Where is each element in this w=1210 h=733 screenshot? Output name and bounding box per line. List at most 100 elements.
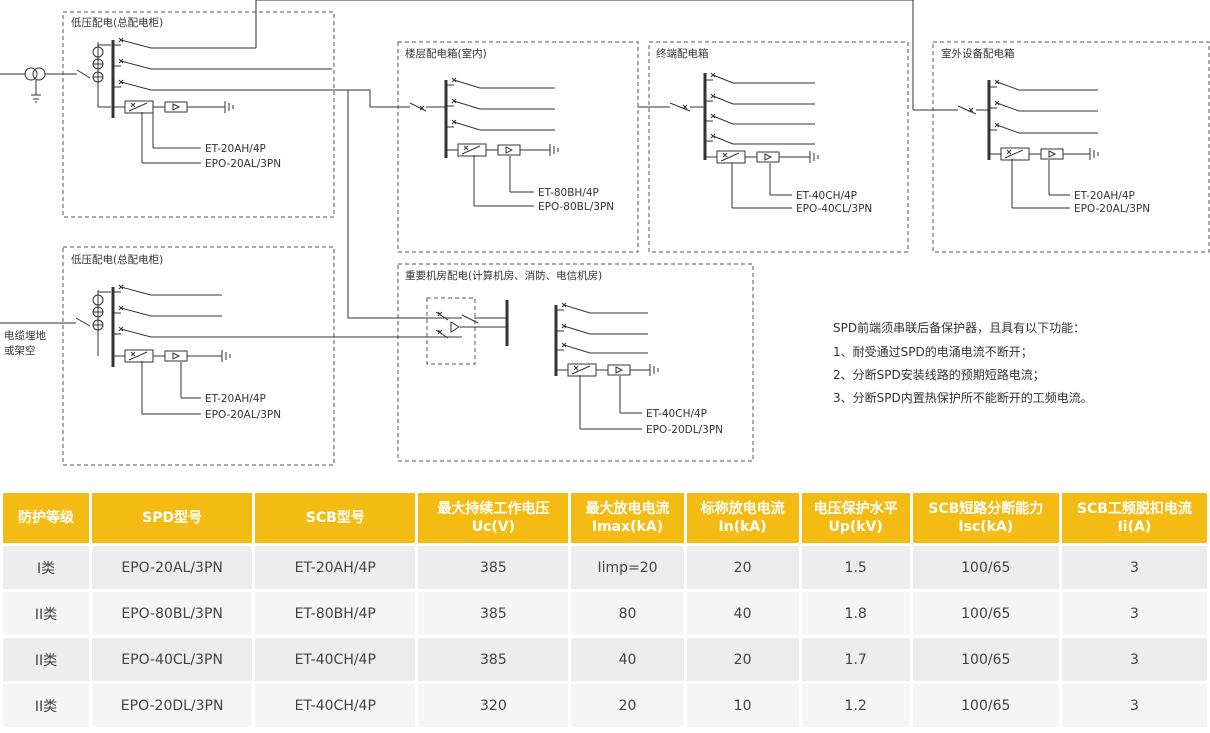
table-cell: 3 <box>1061 592 1207 635</box>
breaker-mark <box>118 305 124 311</box>
header-text: 最大持续工作电压 <box>437 501 550 517</box>
table-cell: 10 <box>686 684 799 727</box>
note-line: 1、耐受通过SPD的电涌电流不断开； <box>833 344 1033 359</box>
wire <box>563 304 591 314</box>
header-text: Isc(kA) <box>958 519 1014 535</box>
wire <box>563 325 591 335</box>
spd-module <box>172 103 181 111</box>
table-cell: 1.7 <box>801 638 910 681</box>
scb-breaker <box>461 145 481 155</box>
panel-floor <box>397 41 639 253</box>
table-cell: II类 <box>3 684 90 727</box>
header-text: 防护等级 <box>18 510 75 526</box>
wiring-diagram: 低压配电(总配电柜)低压配电(总配电柜)楼层配电箱(室内)终端配电箱室外设备配电… <box>0 0 1210 466</box>
spd-module <box>1048 150 1057 158</box>
header-text: SPD型号 <box>142 510 203 526</box>
table-cell: 385 <box>418 546 569 589</box>
wire <box>712 74 734 84</box>
breaker-mark <box>968 107 974 113</box>
transformer-symbol <box>32 67 46 81</box>
table-cell: 100/65 <box>912 684 1059 727</box>
breaker-mark <box>130 102 136 108</box>
panel-title: 终端配电箱 <box>656 47 709 60</box>
table-cell: I类 <box>3 546 90 589</box>
breaker-mark <box>573 365 579 371</box>
wire <box>996 102 1020 112</box>
panel-outdoor <box>932 41 1210 253</box>
table-cell: 40 <box>686 592 799 635</box>
table-cell: ET-40CH/4P <box>255 684 416 727</box>
spd-model-label: EPO-20AL/3PN <box>1074 203 1150 215</box>
table-cell: 100/65 <box>912 546 1059 589</box>
scb-breaker <box>1004 149 1024 159</box>
header-text: Up(kV) <box>828 519 883 535</box>
wire <box>996 81 1020 91</box>
wire <box>957 105 977 115</box>
wire <box>453 121 481 131</box>
header-text: Uc(V) <box>471 519 516 535</box>
breaker-mark <box>561 342 567 348</box>
wire <box>75 317 91 327</box>
wire <box>120 81 152 91</box>
breaker-mark <box>118 326 124 332</box>
scb-breaker <box>571 365 591 375</box>
spd-model-label: EPO-80BL/3PN <box>538 201 614 213</box>
panel-title: 低压配电(总配电柜) <box>71 253 163 266</box>
table-header-cell: 防护等级 <box>3 493 90 543</box>
panel-terminal <box>648 41 909 253</box>
panel-title: 楼层配电箱(室内) <box>405 47 487 60</box>
header-text: Imax(kA) <box>591 519 664 535</box>
bypass-dashed-box <box>426 297 476 365</box>
wire <box>712 115 734 125</box>
breaker-mark <box>994 79 1000 85</box>
breaker-mark <box>722 152 728 158</box>
scb-model-label: ET-40CH/4P <box>796 190 857 202</box>
table-header-cell: SPD型号 <box>92 493 253 543</box>
wire <box>712 95 734 105</box>
breaker-mark <box>682 104 688 110</box>
table-cell: II类 <box>3 592 90 635</box>
header-text: 标称放电电流 <box>700 501 785 517</box>
table-cell: 385 <box>418 592 569 635</box>
spd-module <box>164 101 188 113</box>
table-cell: 80 <box>571 592 684 635</box>
table-cell: 100/65 <box>912 592 1059 635</box>
breaker-mark <box>130 351 136 357</box>
spd-module <box>450 321 460 333</box>
table-cell: 20 <box>571 684 684 727</box>
breaker-mark <box>710 93 716 99</box>
wire <box>76 69 91 79</box>
table-cell: 20 <box>686 546 799 589</box>
table-cell: 3 <box>1061 684 1207 727</box>
header-text: In(kA) <box>718 519 767 535</box>
table-cell: 385 <box>418 638 569 681</box>
table-cell: 3 <box>1061 638 1207 681</box>
panel-main-1 <box>62 11 335 218</box>
spd-module <box>607 364 631 376</box>
breaker-mark <box>437 329 443 335</box>
scb-model-label: ET-20AH/4P <box>205 393 266 405</box>
breaker-mark <box>118 284 124 290</box>
panel-machine <box>397 263 754 462</box>
wire <box>120 328 152 338</box>
spd-module <box>1040 148 1064 160</box>
breaker-mark <box>710 133 716 139</box>
wire <box>120 307 152 317</box>
breaker-mark <box>710 72 716 78</box>
table-header-cell: 最大持续工作电压 Uc(V) <box>418 493 569 543</box>
spd-module <box>615 366 624 374</box>
breaker-mark <box>118 37 124 43</box>
table-cell: ET-40CH/4P <box>255 638 416 681</box>
header-text: 最大放电电流 <box>585 501 670 517</box>
table-cell: EPO-20DL/3PN <box>92 684 253 727</box>
table-cell: 320 <box>418 684 569 727</box>
cable-label: 或架空 <box>4 344 36 357</box>
note-line: SPD前端须串联后备保护器，且具有以下功能： <box>833 320 1085 335</box>
spd-model-label: EPO-40CL/3PN <box>796 203 872 215</box>
wire <box>996 124 1020 134</box>
